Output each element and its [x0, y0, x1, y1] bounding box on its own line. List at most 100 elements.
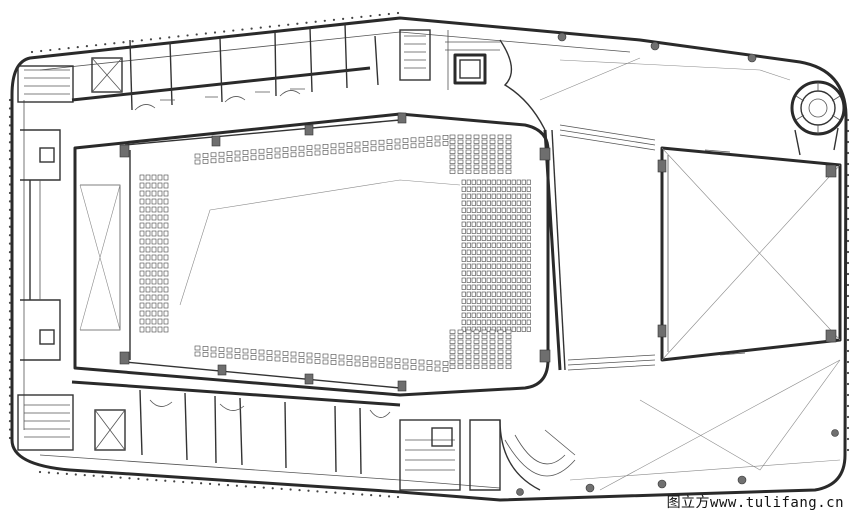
facade-tick [846, 239, 850, 243]
seat [473, 339, 480, 344]
seat [481, 339, 488, 344]
seat [449, 139, 456, 144]
seat [516, 298, 521, 304]
seat [157, 262, 163, 269]
seat [521, 186, 526, 192]
seat [496, 214, 501, 220]
seat [449, 339, 456, 344]
facade-tick [195, 33, 198, 36]
seat [481, 319, 486, 325]
seat [476, 256, 481, 262]
seat [501, 200, 506, 206]
seat [526, 291, 531, 297]
facade-tick [101, 475, 104, 478]
seat [151, 198, 157, 205]
seat [491, 305, 496, 311]
seat [516, 277, 521, 283]
seat [496, 256, 501, 262]
seat [202, 159, 209, 164]
facade-tick [271, 487, 274, 490]
seat [521, 277, 526, 283]
facade-tick [846, 162, 850, 166]
seat [471, 298, 476, 304]
seat [139, 254, 145, 261]
seat [476, 319, 481, 325]
facade-tick [846, 415, 850, 419]
seat [506, 291, 511, 297]
seat [410, 365, 417, 370]
seat [250, 149, 257, 155]
seat [516, 200, 521, 206]
seat [274, 147, 281, 153]
seat [505, 354, 512, 359]
seat [163, 278, 169, 285]
facade-tick [846, 338, 850, 342]
seat [330, 149, 337, 155]
seat [426, 360, 433, 365]
seat [497, 169, 504, 174]
seat [489, 154, 496, 159]
seat [526, 221, 531, 227]
seat [481, 149, 488, 154]
seat [489, 159, 496, 164]
facade-tick [360, 15, 363, 18]
seat [489, 164, 496, 169]
seat [434, 366, 441, 372]
facade-tick [119, 476, 122, 479]
seat [258, 154, 265, 160]
facade-tick [378, 13, 381, 17]
seat [486, 270, 491, 276]
facade-tick [140, 39, 143, 42]
seat [511, 284, 516, 290]
seat [139, 182, 145, 189]
seat [496, 298, 501, 304]
seat [486, 277, 491, 283]
facade-tick [182, 480, 185, 484]
seat [521, 249, 526, 255]
seat [476, 298, 481, 304]
seat [145, 310, 151, 317]
seat [139, 222, 145, 229]
seat [511, 242, 516, 248]
seat [471, 277, 476, 283]
facade-tick [113, 42, 116, 45]
seat [511, 270, 516, 276]
seat [394, 364, 401, 369]
facade-tick [316, 490, 319, 493]
seat [481, 186, 486, 192]
seat [526, 207, 531, 213]
seat [491, 242, 496, 248]
seat [489, 169, 496, 174]
seat [491, 235, 496, 241]
seat [501, 256, 506, 262]
seat [465, 339, 472, 344]
seat [489, 359, 496, 364]
facade-tick [846, 217, 850, 221]
facade-tick [8, 276, 12, 279]
seat [449, 354, 456, 359]
seat [521, 193, 526, 199]
seat [145, 230, 151, 237]
seat [465, 159, 472, 164]
seat [338, 360, 345, 366]
facade-tick [8, 310, 12, 313]
seat [526, 214, 531, 220]
seat [505, 139, 512, 144]
facade-tick [846, 228, 850, 232]
seat [473, 159, 480, 164]
facade-tick [8, 360, 12, 364]
seat [496, 270, 501, 276]
seat [496, 200, 501, 206]
seat [521, 319, 526, 325]
seat [145, 238, 151, 245]
facade-tick [846, 151, 850, 155]
seat [157, 238, 163, 245]
seat [157, 182, 163, 189]
facade-tick [846, 349, 850, 353]
facade-tick [76, 46, 79, 49]
seat [491, 179, 496, 185]
seat [457, 334, 464, 339]
seat [226, 347, 233, 353]
facade-tick [296, 22, 299, 25]
seat [501, 221, 506, 227]
